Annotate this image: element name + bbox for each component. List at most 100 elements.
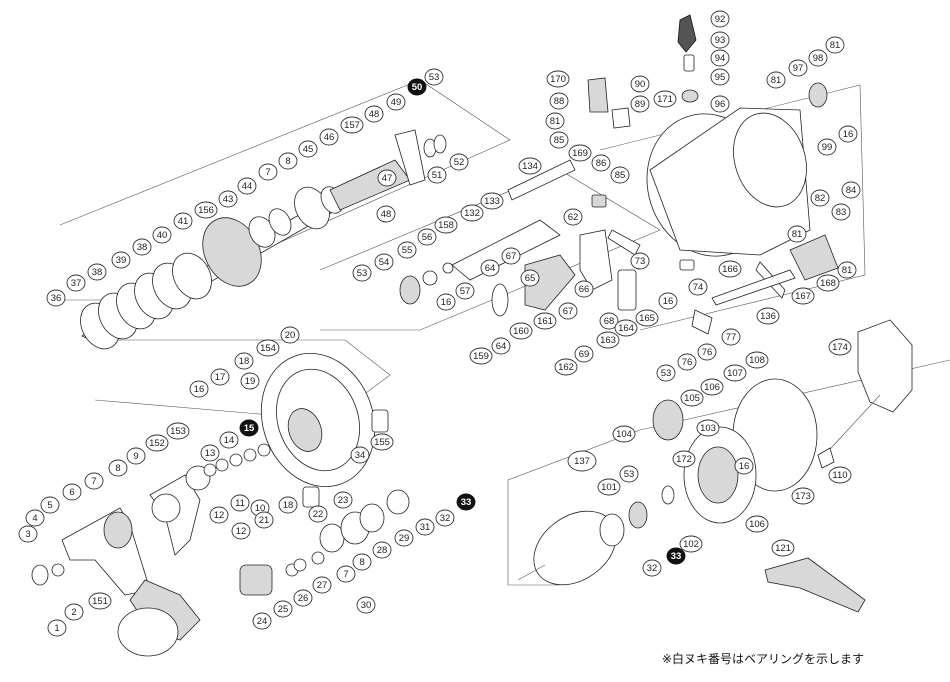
callout-oval bbox=[599, 312, 619, 330]
callout-oval bbox=[745, 351, 769, 369]
callout-oval bbox=[64, 603, 84, 621]
part-callout-32: 32 bbox=[435, 509, 455, 527]
callout-oval bbox=[710, 68, 730, 86]
part-callout-49: 49 bbox=[386, 93, 406, 111]
part-callout-157: 157 bbox=[340, 116, 364, 134]
part-callout-76: 76 bbox=[677, 353, 697, 371]
callout-oval bbox=[491, 337, 511, 355]
callout-oval bbox=[333, 491, 353, 509]
callout-oval bbox=[218, 190, 238, 208]
callout-oval bbox=[407, 78, 427, 96]
part-callout-12: 12 bbox=[209, 506, 229, 524]
part-callout-28: 28 bbox=[372, 541, 392, 559]
callout-number: 50 bbox=[412, 82, 423, 93]
callout-oval bbox=[312, 576, 332, 594]
callout-number: 25 bbox=[278, 604, 289, 615]
callout-number: 86 bbox=[596, 158, 607, 169]
callout-oval bbox=[810, 189, 830, 207]
callout-number: 12 bbox=[236, 526, 247, 537]
callout-oval bbox=[374, 253, 394, 271]
callout-oval bbox=[688, 278, 708, 296]
callout-number: 158 bbox=[438, 220, 454, 231]
callout-oval bbox=[189, 380, 209, 398]
callout-oval bbox=[597, 478, 621, 496]
callout-number: 81 bbox=[842, 265, 853, 276]
callout-oval bbox=[377, 169, 397, 187]
part-callout-37: 37 bbox=[66, 274, 86, 292]
callout-oval bbox=[254, 511, 274, 529]
callout-number: 44 bbox=[242, 181, 253, 192]
callout-number: 171 bbox=[657, 94, 673, 105]
part-callout-81: 81 bbox=[825, 36, 845, 54]
callout-oval bbox=[679, 535, 703, 553]
callout-number: 154 bbox=[260, 343, 276, 354]
part-callout-110: 110 bbox=[828, 466, 852, 484]
callout-oval bbox=[417, 228, 437, 246]
callout-number: 74 bbox=[693, 282, 704, 293]
part-callout-132: 132 bbox=[460, 204, 484, 222]
callout-number: 30 bbox=[361, 600, 372, 611]
part-callout-18: 18 bbox=[234, 352, 254, 370]
callout-number: 53 bbox=[429, 72, 440, 83]
callout-number: 76 bbox=[682, 357, 693, 368]
callout-oval bbox=[653, 90, 677, 108]
callout-number: 31 bbox=[420, 522, 431, 533]
callout-oval bbox=[173, 212, 193, 230]
part-callout-53: 53 bbox=[424, 68, 444, 86]
part-callout-93: 93 bbox=[710, 31, 730, 49]
callout-oval bbox=[237, 177, 257, 195]
callout-oval bbox=[596, 331, 620, 349]
part-callout-152: 152 bbox=[145, 434, 169, 452]
callout-oval bbox=[455, 282, 475, 300]
part-callout-14: 14 bbox=[219, 431, 239, 449]
part-callout-106: 106 bbox=[745, 515, 769, 533]
callout-number: 34 bbox=[355, 450, 366, 461]
part-callout-21: 21 bbox=[254, 511, 274, 529]
callout-number: 163 bbox=[600, 335, 616, 346]
part-callout-171: 171 bbox=[653, 90, 677, 108]
callout-number: 7 bbox=[91, 476, 96, 487]
callout-number: 66 bbox=[579, 284, 590, 295]
part-callout-74: 74 bbox=[688, 278, 708, 296]
part-callout-22: 22 bbox=[308, 505, 328, 523]
handle-drag-parts bbox=[517, 319, 913, 613]
part-callout-81: 81 bbox=[545, 112, 565, 130]
callout-oval bbox=[677, 353, 697, 371]
callout-number: 105 bbox=[684, 393, 700, 404]
callout-number: 53 bbox=[357, 268, 368, 279]
callout-oval bbox=[350, 446, 370, 464]
callout-oval bbox=[533, 312, 557, 330]
callout-number: 172 bbox=[676, 454, 692, 465]
callout-number: 41 bbox=[178, 216, 189, 227]
callout-number: 169 bbox=[572, 148, 588, 159]
part-callout-81: 81 bbox=[766, 71, 786, 89]
callout-oval bbox=[734, 457, 754, 475]
callout-number: 81 bbox=[792, 229, 803, 240]
part-callout-40: 40 bbox=[152, 226, 172, 244]
part-callout-26: 26 bbox=[293, 589, 313, 607]
callout-number: 160 bbox=[513, 326, 529, 337]
callout-number: 24 bbox=[257, 616, 268, 627]
callout-oval bbox=[397, 241, 417, 259]
callout-oval bbox=[656, 364, 676, 382]
callout-oval bbox=[40, 496, 60, 514]
part-callout-90: 90 bbox=[630, 75, 650, 93]
part-callout-167: 167 bbox=[791, 287, 815, 305]
part-callout-170: 170 bbox=[546, 70, 570, 88]
callout-oval bbox=[210, 368, 230, 386]
callout-number: 48 bbox=[381, 209, 392, 220]
part-callout-18: 18 bbox=[278, 496, 298, 514]
callout-oval bbox=[610, 166, 630, 184]
part-callout-156: 156 bbox=[194, 201, 218, 219]
callout-number: 45 bbox=[303, 144, 314, 155]
callout-number: 12 bbox=[214, 510, 225, 521]
part-callout-73: 73 bbox=[630, 252, 650, 270]
callout-number: 21 bbox=[259, 515, 270, 526]
callout-oval bbox=[520, 269, 540, 287]
part-callout-174: 174 bbox=[828, 338, 852, 356]
callout-oval bbox=[84, 472, 104, 490]
part-callout-134: 134 bbox=[518, 157, 542, 175]
callout-number: 81 bbox=[550, 116, 561, 127]
callout-number: 157 bbox=[344, 120, 360, 131]
callout-number: 170 bbox=[550, 74, 566, 85]
